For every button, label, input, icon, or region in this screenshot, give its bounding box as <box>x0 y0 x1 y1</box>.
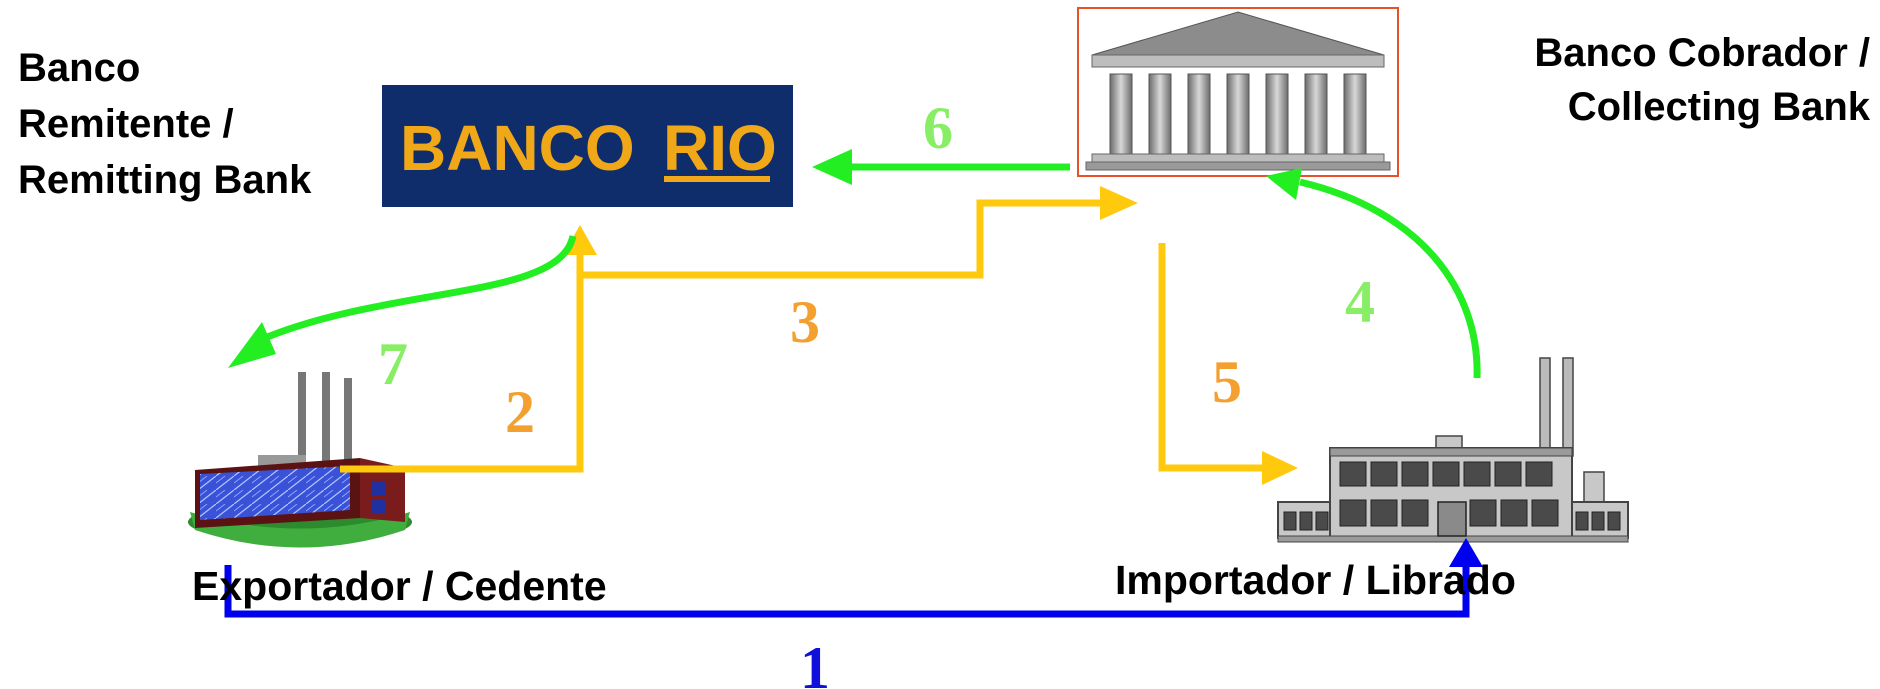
importer-label: Importador / Librado <box>1115 557 1516 603</box>
collecting-bank-line-1: Banco Cobrador / <box>1534 31 1870 75</box>
step-number-6: 6 <box>923 95 953 161</box>
step-number-1: 1 <box>800 635 830 689</box>
arrow-step-3 <box>580 186 1138 279</box>
collecting-bank-line-2: Collecting Bank <box>1567 85 1870 129</box>
logo-underline <box>664 176 770 182</box>
collecting-bank-building-icon <box>1077 7 1399 177</box>
banco-rio-logo: BANCO RIO <box>382 85 793 207</box>
arrow-step-6 <box>812 149 1070 185</box>
building-entablature <box>1091 54 1385 68</box>
arrow-step-7 <box>228 235 577 368</box>
step-number-4: 4 <box>1345 269 1375 335</box>
arrow-step-4 <box>1266 168 1481 379</box>
remitting-bank-line-1: Banco <box>18 46 141 90</box>
step-number-7: 7 <box>378 331 408 397</box>
step-number-3: 3 <box>790 289 820 355</box>
remitting-bank-line-3: Remitting Bank <box>18 158 312 202</box>
step-number-2: 2 <box>505 379 535 445</box>
exporter-factory-icon <box>188 372 412 548</box>
arrow-step-1 <box>224 538 1483 618</box>
collecting-bank-label: Banco Cobrador / Collecting Bank <box>1450 26 1870 134</box>
importer-factory-icon <box>1277 357 1629 543</box>
building-base <box>1091 153 1385 163</box>
logo-background <box>382 85 793 207</box>
remitting-bank-label: Banco Remitente / Remitting Bank <box>18 40 378 208</box>
remitting-bank-line-2: Remitente / <box>18 102 234 146</box>
step-number-5: 5 <box>1212 349 1242 415</box>
logo-text-banco: BANCO <box>400 112 635 184</box>
exporter-label: Exportador / Cedente <box>192 563 607 609</box>
logo-text-rio: RIO <box>663 112 777 184</box>
building-columns <box>1109 73 1367 155</box>
building-steps <box>1085 161 1391 171</box>
arrow-step-5 <box>1158 243 1298 485</box>
